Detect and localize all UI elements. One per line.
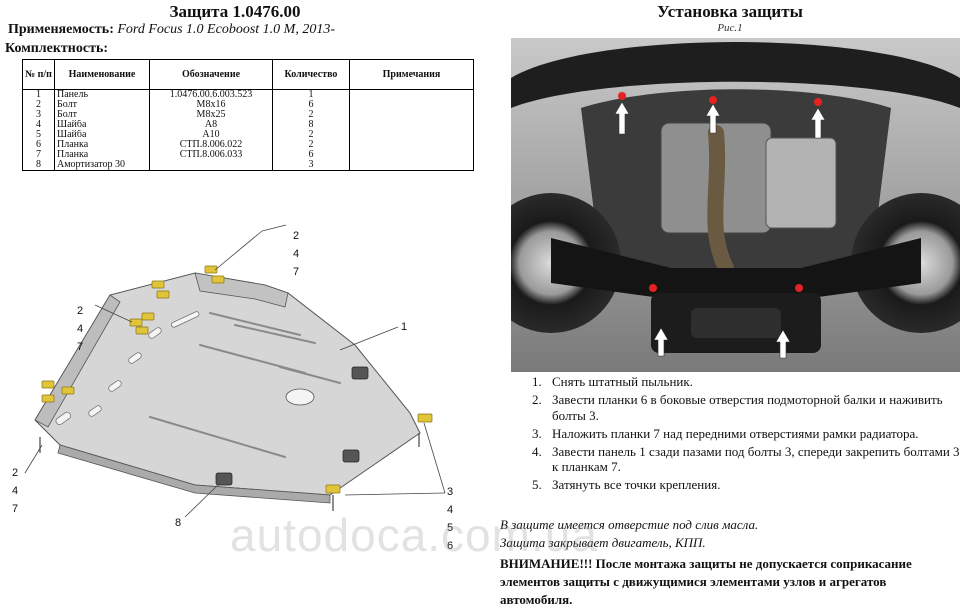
cell-designation: СТП.8.006.033 xyxy=(149,150,273,160)
callout-mid-7: 7 xyxy=(76,341,84,353)
callout-top-4: 4 xyxy=(292,248,300,260)
cell-notes xyxy=(349,140,474,150)
applicability-value: Ford Focus 1.0 Ecoboost 1.0 M, 2013- xyxy=(117,22,335,37)
callout-mid-2: 2 xyxy=(76,305,84,317)
cell-quantity: 6 xyxy=(272,150,350,160)
guard-panel xyxy=(34,265,433,511)
col-header-number: № п/п xyxy=(22,59,55,90)
cell-name: Планка xyxy=(54,140,150,150)
kit-heading: Комплектность: xyxy=(5,41,109,56)
note-oil-drain: В защите имеется отверстие под слив масл… xyxy=(500,517,759,532)
cell-designation: A10 xyxy=(149,130,273,140)
list-item: 5.Затянуть все точки крепления. xyxy=(532,477,721,492)
callout-low-2: 2 xyxy=(11,467,19,479)
cell-quantity: 2 xyxy=(272,110,350,120)
cell-number: 2 xyxy=(22,100,55,110)
callout-mid-4: 4 xyxy=(76,323,84,335)
cell-notes xyxy=(349,150,474,160)
table-row: 7 Планка СТП.8.006.033 6 xyxy=(22,150,474,160)
table-row: 5 Шайба A10 2 xyxy=(22,130,474,140)
cell-notes xyxy=(349,160,474,171)
callout-top-2: 2 xyxy=(292,230,300,242)
step-text: Завести панель 1 сзади пазами под болты … xyxy=(552,443,960,475)
table-row: 6 Планка СТП.8.006.022 2 xyxy=(22,140,474,150)
cell-notes xyxy=(349,110,474,120)
callout-panel-1: 1 xyxy=(400,321,408,333)
callout-low-4: 4 xyxy=(11,485,19,497)
cell-notes xyxy=(349,130,474,140)
cell-quantity: 2 xyxy=(272,130,350,140)
table-row: 8 Амортизатор 30 3 xyxy=(22,160,474,171)
page-title-right: Установка защиты xyxy=(657,2,803,21)
figure-label: Рис.1 xyxy=(717,22,743,34)
table-row: 1 Панель 1.0476.00.6.003.523 1 xyxy=(22,89,474,100)
cell-name: Амортизатор 30 xyxy=(54,160,150,171)
cell-designation: A8 xyxy=(149,120,273,130)
cell-designation: 1.0476.00.6.003.523 xyxy=(149,89,273,100)
list-item: 4.Завести панель 1 сзади пазами под болт… xyxy=(532,443,960,475)
cell-designation: СТП.8.006.022 xyxy=(149,140,273,150)
cell-notes xyxy=(349,89,474,100)
cell-name: Болт xyxy=(54,100,150,110)
applicability-label: Применяемость: xyxy=(8,22,114,37)
cell-number: 6 xyxy=(22,140,55,150)
parts-table: № п/п Наименование Обозначение Количеств… xyxy=(22,59,474,171)
cell-number: 3 xyxy=(22,110,55,120)
list-item: 2.Завести планки 6 в боковые отверстия п… xyxy=(532,392,943,423)
cell-notes xyxy=(349,120,474,130)
cell-quantity: 3 xyxy=(272,160,350,171)
step-text: Наложить планки 7 над передними отверсти… xyxy=(552,425,919,441)
cell-number: 5 xyxy=(22,130,55,140)
cell-number: 4 xyxy=(22,120,55,130)
cell-name: Шайба xyxy=(54,120,150,130)
cell-number: 1 xyxy=(22,89,55,100)
table-row: 2 Болт M8x16 6 xyxy=(22,100,474,110)
cell-name: Планка xyxy=(54,150,150,160)
cell-quantity: 6 xyxy=(272,100,350,110)
col-header-name: Наименование xyxy=(54,59,150,90)
table-header-row: № п/п Наименование Обозначение Количеств… xyxy=(22,59,474,90)
installation-steps: 1.Снять штатный пыльник. 2.Завести планк… xyxy=(510,374,960,495)
cell-quantity: 1 xyxy=(272,89,350,100)
list-item: 3.Наложить планки 7 над передними отверс… xyxy=(532,425,919,441)
cell-name: Шайба xyxy=(54,130,150,140)
col-header-designation: Обозначение xyxy=(149,59,273,90)
cell-number: 7 xyxy=(22,150,55,160)
applicability-line: Применяемость: Ford Focus 1.0 Ecoboost 1… xyxy=(8,22,335,38)
vehicle-underside-photo xyxy=(511,38,960,372)
cell-name: Болт xyxy=(54,110,150,120)
col-header-quantity: Количество xyxy=(272,59,350,90)
step-text: Затянуть все точки крепления. xyxy=(552,477,721,492)
note-coverage: Защита закрывает двигатель, КПП. xyxy=(500,535,706,550)
page-title-left: Защита 1.0476.00 xyxy=(169,2,301,21)
table-row: 3 Болт M8x25 2 xyxy=(22,110,474,120)
callout-right-5: 5 xyxy=(446,522,454,534)
callout-right-3: 3 xyxy=(446,486,454,498)
warning-text: ВНИМАНИЕ!!! После монтажа защиты не допу… xyxy=(500,556,912,607)
callout-right-6: 6 xyxy=(446,540,454,552)
cell-notes xyxy=(349,100,474,110)
guard-isometric-drawing xyxy=(24,224,446,518)
cell-designation: M8x25 xyxy=(149,110,273,120)
callout-low-7: 7 xyxy=(11,503,19,515)
cell-name: Панель xyxy=(54,89,150,100)
cell-quantity: 2 xyxy=(272,140,350,150)
callout-absorber-8: 8 xyxy=(174,517,182,529)
list-item: 1.Снять штатный пыльник. xyxy=(532,374,693,389)
step-text: Снять штатный пыльник. xyxy=(552,374,693,389)
callout-right-4: 4 xyxy=(446,504,454,516)
col-header-notes: Примечания xyxy=(349,59,474,90)
cell-designation xyxy=(149,160,273,171)
table-row: 4 Шайба A8 8 xyxy=(22,120,474,130)
cell-designation: M8x16 xyxy=(149,100,273,110)
cell-number: 8 xyxy=(22,160,55,171)
cell-quantity: 8 xyxy=(272,120,350,130)
callout-top-7: 7 xyxy=(292,266,300,278)
step-text: Завести планки 6 в боковые отверстия под… xyxy=(552,392,943,423)
